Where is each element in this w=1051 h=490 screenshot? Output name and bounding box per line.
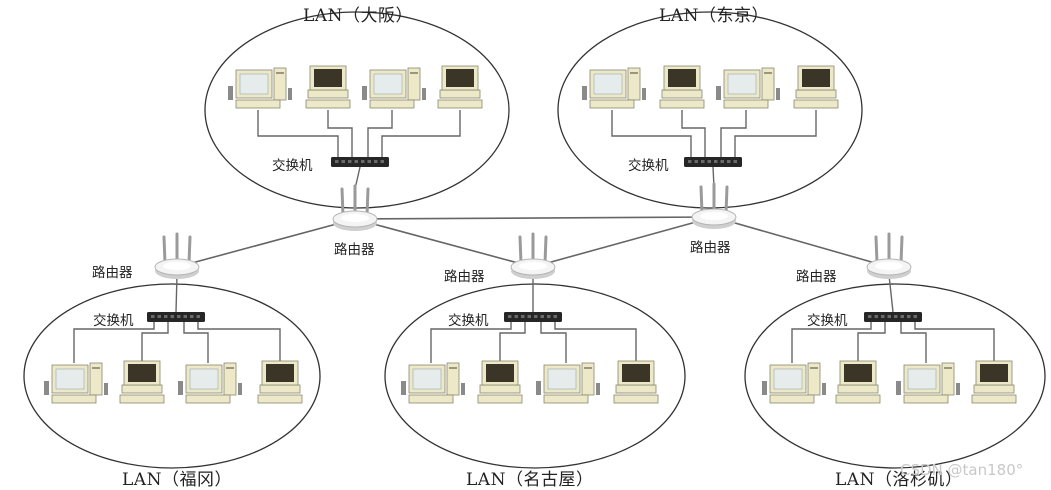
router-icon-losangeles	[866, 232, 912, 279]
switch-label-nagoya: 交换机	[448, 313, 489, 329]
computer-icon-osaka-0	[228, 67, 292, 109]
computer-icon-losangeles-1	[835, 360, 881, 404]
cable-fukuoka-0	[73, 317, 155, 363]
watermark: CSDN @tan180°	[900, 461, 1024, 479]
computer-icon-tokyo-2	[716, 67, 780, 109]
lan-title-nagoya: LAN（名古屋）	[466, 470, 594, 490]
lan-boundary-fukuoka	[23, 283, 321, 469]
router-label-tokyo: 路由器	[690, 240, 731, 256]
switch-label-fukuoka: 交换机	[93, 313, 134, 329]
computer-icon-losangeles-3	[971, 360, 1017, 404]
switch-icon-tokyo	[684, 157, 742, 167]
computer-icon-fukuoka-1	[119, 360, 165, 404]
computer-icon-fukuoka-3	[257, 360, 303, 404]
lan-title-osaka: LAN（大阪）	[303, 6, 413, 26]
cable-nagoya-2	[540, 317, 567, 363]
cable-osaka-0	[257, 110, 339, 162]
lan-boundary-nagoya	[384, 283, 686, 469]
switch-icon-losangeles	[864, 312, 922, 322]
cable-tokyo-2	[720, 110, 747, 162]
cable-nagoya-3	[554, 317, 637, 363]
router-icon-tokyo	[691, 182, 737, 229]
router-label-nagoya: 路由器	[444, 269, 485, 285]
computer-icon-fukuoka-2	[178, 362, 242, 404]
computer-icon-osaka-1	[305, 65, 351, 109]
cable-osaka-1	[327, 110, 353, 162]
router-icon-nagoya	[510, 232, 556, 279]
switch-icon-nagoya	[504, 312, 562, 322]
switch-icon-fukuoka	[147, 312, 205, 322]
computer-icon-osaka-3	[437, 65, 483, 109]
router-label-fukuoka: 路由器	[92, 265, 133, 281]
computer-icon-nagoya-0	[401, 362, 465, 404]
lan-boundary-losangeles	[744, 283, 1046, 469]
cable-tokyo-3	[734, 110, 817, 162]
computer-icon-losangeles-2	[896, 362, 960, 404]
cable-fukuoka-2	[183, 317, 209, 363]
computer-icon-nagoya-2	[536, 362, 600, 404]
lan-group-tokyo	[557, 11, 863, 229]
cable-osaka-2	[367, 110, 393, 162]
router-icon-osaka	[332, 184, 378, 231]
lan-boundary-tokyo	[557, 11, 863, 209]
router-link-osaka-tokyo	[354, 216, 715, 220]
uplink-fukuoka	[175, 274, 178, 313]
lan-group-nagoya	[384, 232, 686, 469]
lan-group-losangeles	[744, 232, 1046, 469]
cable-losangeles-3	[914, 317, 995, 363]
lan-title-tokyo: LAN（东京）	[659, 6, 769, 26]
lan-boundary-osaka	[204, 11, 510, 209]
computer-icon-fukuoka-0	[44, 362, 108, 404]
computer-icon-nagoya-3	[613, 360, 659, 404]
cable-fukuoka-3	[197, 317, 281, 363]
switch-icon-osaka	[331, 157, 389, 167]
cable-tokyo-0	[611, 110, 692, 162]
cable-losangeles-0	[791, 317, 872, 363]
router-link-osaka-nagoya	[354, 218, 534, 268]
computer-icon-osaka-2	[362, 67, 426, 109]
router-link-tokyo-nagoya	[532, 216, 715, 268]
cable-nagoya-0	[430, 317, 512, 363]
lan-group-fukuoka	[23, 232, 321, 469]
switch-label-osaka: 交换机	[272, 158, 313, 174]
cable-osaka-3	[381, 110, 461, 162]
router-label-osaka: 路由器	[334, 242, 375, 258]
uplink-losangeles	[888, 274, 894, 313]
switch-label-losangeles: 交换机	[807, 313, 848, 329]
computer-icon-tokyo-1	[659, 65, 705, 109]
computer-icon-nagoya-1	[477, 360, 523, 404]
switch-label-tokyo: 交换机	[628, 158, 669, 174]
router-link-tokyo-losangeles	[713, 216, 890, 268]
lan-title-fukuoka: LAN（福冈）	[122, 470, 232, 490]
cable-fukuoka-1	[141, 317, 169, 363]
router-link-osaka-fukuoka	[176, 218, 356, 268]
computer-icon-tokyo-3	[793, 65, 839, 109]
router-icon-fukuoka	[154, 232, 200, 279]
computer-icon-tokyo-0	[582, 67, 646, 109]
cable-losangeles-2	[900, 317, 927, 363]
router-label-losangeles: 路由器	[796, 269, 837, 285]
computer-icon-losangeles-0	[762, 362, 826, 404]
lan-group-osaka	[204, 11, 510, 231]
lan-title-losangeles: LAN（洛杉矶）	[835, 470, 963, 490]
cable-losangeles-1	[857, 317, 886, 363]
cable-tokyo-1	[681, 110, 706, 162]
cable-nagoya-1	[499, 317, 526, 363]
